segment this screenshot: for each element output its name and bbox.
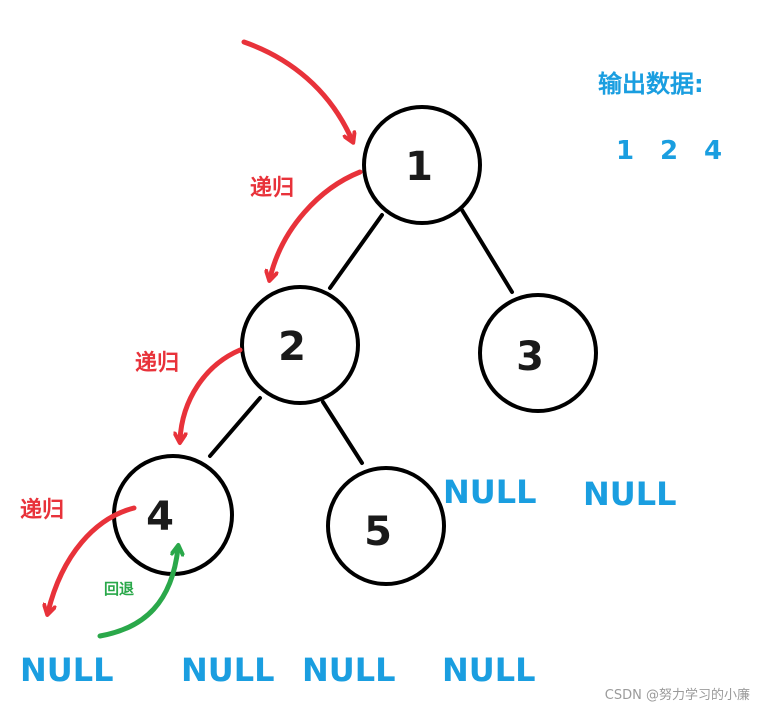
null-labels: NULL NULL NULL NULL NULL NULL: [20, 473, 677, 689]
watermark-text: CSDN @努力学习的小廉: [605, 687, 750, 703]
node-circle: [478, 293, 598, 413]
output-value-2: 2: [660, 136, 678, 166]
tree-node-1: 1: [362, 105, 482, 225]
recursion-arrows: [48, 39, 363, 612]
output-title: 输出数据:: [598, 70, 704, 98]
tree-node-2: 2: [240, 285, 360, 405]
recursion-label-1: 递归: [250, 175, 294, 201]
tree-node-5: 5: [326, 466, 446, 586]
tree-node-3: 3: [478, 293, 598, 413]
node-label-1: 1: [405, 144, 433, 190]
node-label-5: 5: [364, 509, 392, 555]
edge-1-2: [328, 213, 384, 290]
null-label-3-right: NULL: [583, 475, 677, 513]
null-label-4-left: NULL: [20, 651, 114, 689]
edge-2-4: [208, 396, 262, 458]
node-circle: [240, 285, 360, 405]
tree-node-4: 4: [112, 454, 234, 576]
node-label-3: 3: [516, 334, 544, 380]
recursion-label-2: 递归: [135, 350, 179, 376]
edge-1-3: [460, 208, 514, 294]
node-circle: [362, 105, 482, 225]
backtrack-arrow: [97, 548, 178, 639]
null-label-3-left: NULL: [443, 473, 537, 511]
node-label-2: 2: [278, 324, 306, 370]
null-label-4-right: NULL: [181, 651, 275, 689]
edge-2-5: [321, 400, 364, 465]
node-label-4: 4: [146, 494, 174, 540]
recursion-arrow-4-to-null: [48, 505, 137, 612]
node-circle: [326, 466, 446, 586]
backtrack-label: 回退: [104, 580, 134, 598]
tree-edges: [208, 208, 514, 465]
output-value-3: 4: [704, 136, 722, 166]
output-value-1: 1: [616, 136, 634, 166]
null-label-5-left: NULL: [302, 651, 396, 689]
null-label-5-right: NULL: [442, 651, 536, 689]
output-panel: 输出数据: 1 2 4: [598, 70, 722, 166]
recursion-arrow-entry: [241, 39, 352, 140]
recursion-arrow-2-to-4: [180, 347, 243, 440]
recursion-label-3: 递归: [20, 497, 64, 523]
recursion-arrow-1-to-2: [270, 169, 363, 278]
